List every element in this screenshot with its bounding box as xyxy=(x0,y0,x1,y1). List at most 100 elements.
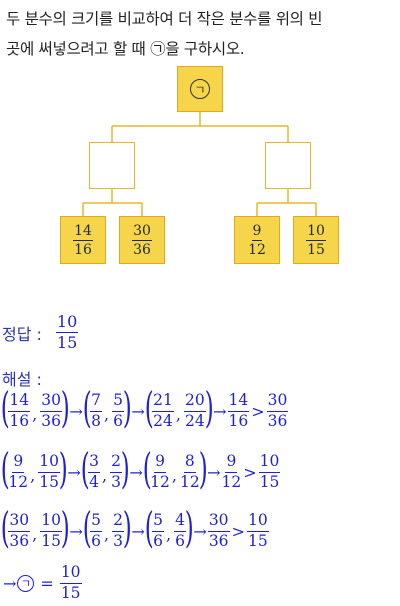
denominator: 16 xyxy=(9,411,30,430)
numerator: 10 xyxy=(258,453,281,473)
numerator: 7 xyxy=(90,392,103,412)
greater-than-sign: > xyxy=(231,521,245,541)
denominator: 6 xyxy=(175,531,186,550)
solution-label: 해설 : xyxy=(2,370,42,389)
comma: , xyxy=(104,405,110,424)
left-paren: ( xyxy=(0,444,10,493)
numerator: 9 xyxy=(225,453,238,473)
right-paren: ) xyxy=(122,503,132,552)
right-paren: ) xyxy=(184,503,194,552)
numerator: 5 xyxy=(112,392,124,412)
left-paren: ( xyxy=(144,383,154,432)
denominator: 12 xyxy=(221,472,242,491)
numerator: 9 xyxy=(12,453,25,473)
comma: , xyxy=(175,405,181,424)
greater-than-sign: > xyxy=(251,401,265,421)
denominator: 6 xyxy=(113,411,123,430)
arrow-icon: → xyxy=(131,401,145,421)
left-paren: ( xyxy=(80,444,90,493)
circled-giyeok-icon: ㄱ xyxy=(190,79,210,99)
arrow-icon: → xyxy=(3,573,17,593)
tree-empty-box-left[interactable] xyxy=(89,142,135,189)
denominator: 15 xyxy=(247,531,268,550)
numerator: 2 xyxy=(112,512,124,532)
denominator: 6 xyxy=(91,531,102,550)
denominator: 12 xyxy=(180,472,200,491)
denominator: 12 xyxy=(8,472,29,491)
right-paren: ) xyxy=(120,444,130,493)
denominator: 36 xyxy=(267,411,288,430)
denominator: 8 xyxy=(91,411,102,430)
greater-than-sign: > xyxy=(243,462,257,482)
answer-row: 정답 : 10 15 xyxy=(2,314,79,352)
leaf-denominator: 12 xyxy=(248,241,266,258)
comma: , xyxy=(166,525,172,544)
numerator: 21 xyxy=(152,392,174,412)
arrow-icon: → xyxy=(69,521,83,541)
denominator: 12 xyxy=(150,472,170,491)
question-line-2: 곳에 써넣으려고 할 때 ㉠을 구하시오. xyxy=(6,40,245,58)
numerator: 5 xyxy=(90,512,103,532)
arrow-icon: → xyxy=(193,521,207,541)
arrow-icon: → xyxy=(213,401,227,421)
question-line-1: 두 분수의 크기를 비교하여 더 작은 분수를 위의 빈 xyxy=(6,10,323,28)
answer-label: 정답 : xyxy=(2,324,42,344)
denominator: 24 xyxy=(185,411,205,430)
circled-giyeok-icon: ㄱ xyxy=(17,574,35,592)
numerator: 4 xyxy=(174,512,187,532)
tree-top-box: ㄱ xyxy=(177,66,223,112)
denominator: 15 xyxy=(41,531,61,550)
right-paren: ) xyxy=(198,444,208,493)
leaf-numerator: 14 xyxy=(73,222,93,241)
arrow-icon: → xyxy=(207,462,221,482)
denominator: 6 xyxy=(153,531,164,550)
numerator: 30 xyxy=(207,512,230,532)
left-paren: ( xyxy=(142,444,152,493)
denominator: 36 xyxy=(9,531,30,550)
arrow-icon: → xyxy=(69,401,83,421)
tree-empty-box-right[interactable] xyxy=(265,142,311,189)
left-paren: ( xyxy=(0,503,10,552)
numerator: 14 xyxy=(227,392,250,412)
right-paren: ) xyxy=(58,444,68,493)
numerator: 14 xyxy=(8,392,31,412)
answer-denominator: 15 xyxy=(56,333,78,352)
numerator: 8 xyxy=(183,453,196,473)
numerator: 2 xyxy=(110,453,122,473)
leaf-denominator: 36 xyxy=(133,241,151,258)
denominator: 24 xyxy=(153,411,173,430)
final-fraction: 10 15 xyxy=(59,564,82,602)
numerator: 30 xyxy=(8,512,31,532)
final-denominator: 15 xyxy=(60,583,81,602)
denominator: 16 xyxy=(228,411,249,430)
denominator: 3 xyxy=(111,472,121,491)
comma: , xyxy=(32,405,38,424)
arrow-icon: → xyxy=(129,462,143,482)
